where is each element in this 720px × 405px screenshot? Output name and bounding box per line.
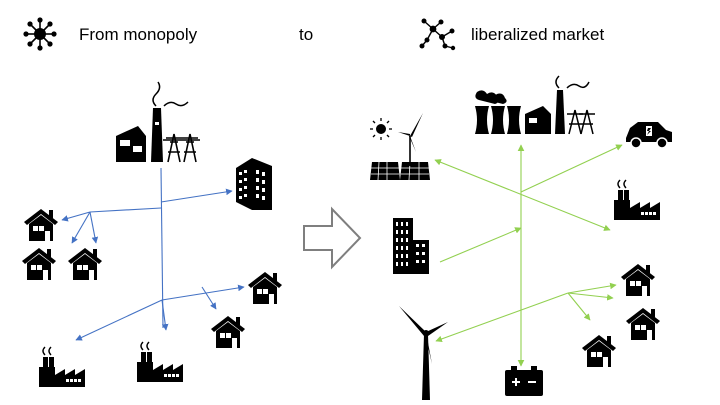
factory-icon <box>613 179 661 221</box>
market-lines <box>434 144 623 367</box>
power-plant-icon <box>116 81 200 163</box>
wind-turbine-icon <box>398 113 423 166</box>
office-building-icon <box>393 218 429 274</box>
centralized-network-icon <box>23 17 57 51</box>
from-monopoly-label: From monopoly <box>79 25 198 44</box>
factory-icon <box>38 346 86 388</box>
wind-turbine-icon <box>399 306 448 400</box>
electric-car-icon <box>626 122 672 149</box>
transition-arrow <box>303 206 362 270</box>
house-icon <box>68 248 102 280</box>
house-icon <box>621 264 655 296</box>
monopoly-lines <box>61 167 245 341</box>
solar-panel-icon <box>370 118 430 181</box>
liberalized-market-label: liberalized market <box>471 25 605 44</box>
to-label: to <box>299 25 314 44</box>
house-icon <box>582 335 616 367</box>
office-building-icon <box>236 158 272 210</box>
decentralized-network-icon <box>419 18 456 51</box>
battery-icon <box>505 366 543 396</box>
factory-icon <box>136 341 184 383</box>
power-plant-icon <box>475 75 595 135</box>
house-icon <box>24 209 58 241</box>
house-icon <box>248 272 282 304</box>
house-icon <box>626 308 660 340</box>
house-icon <box>22 248 56 280</box>
house-icon <box>211 316 245 348</box>
